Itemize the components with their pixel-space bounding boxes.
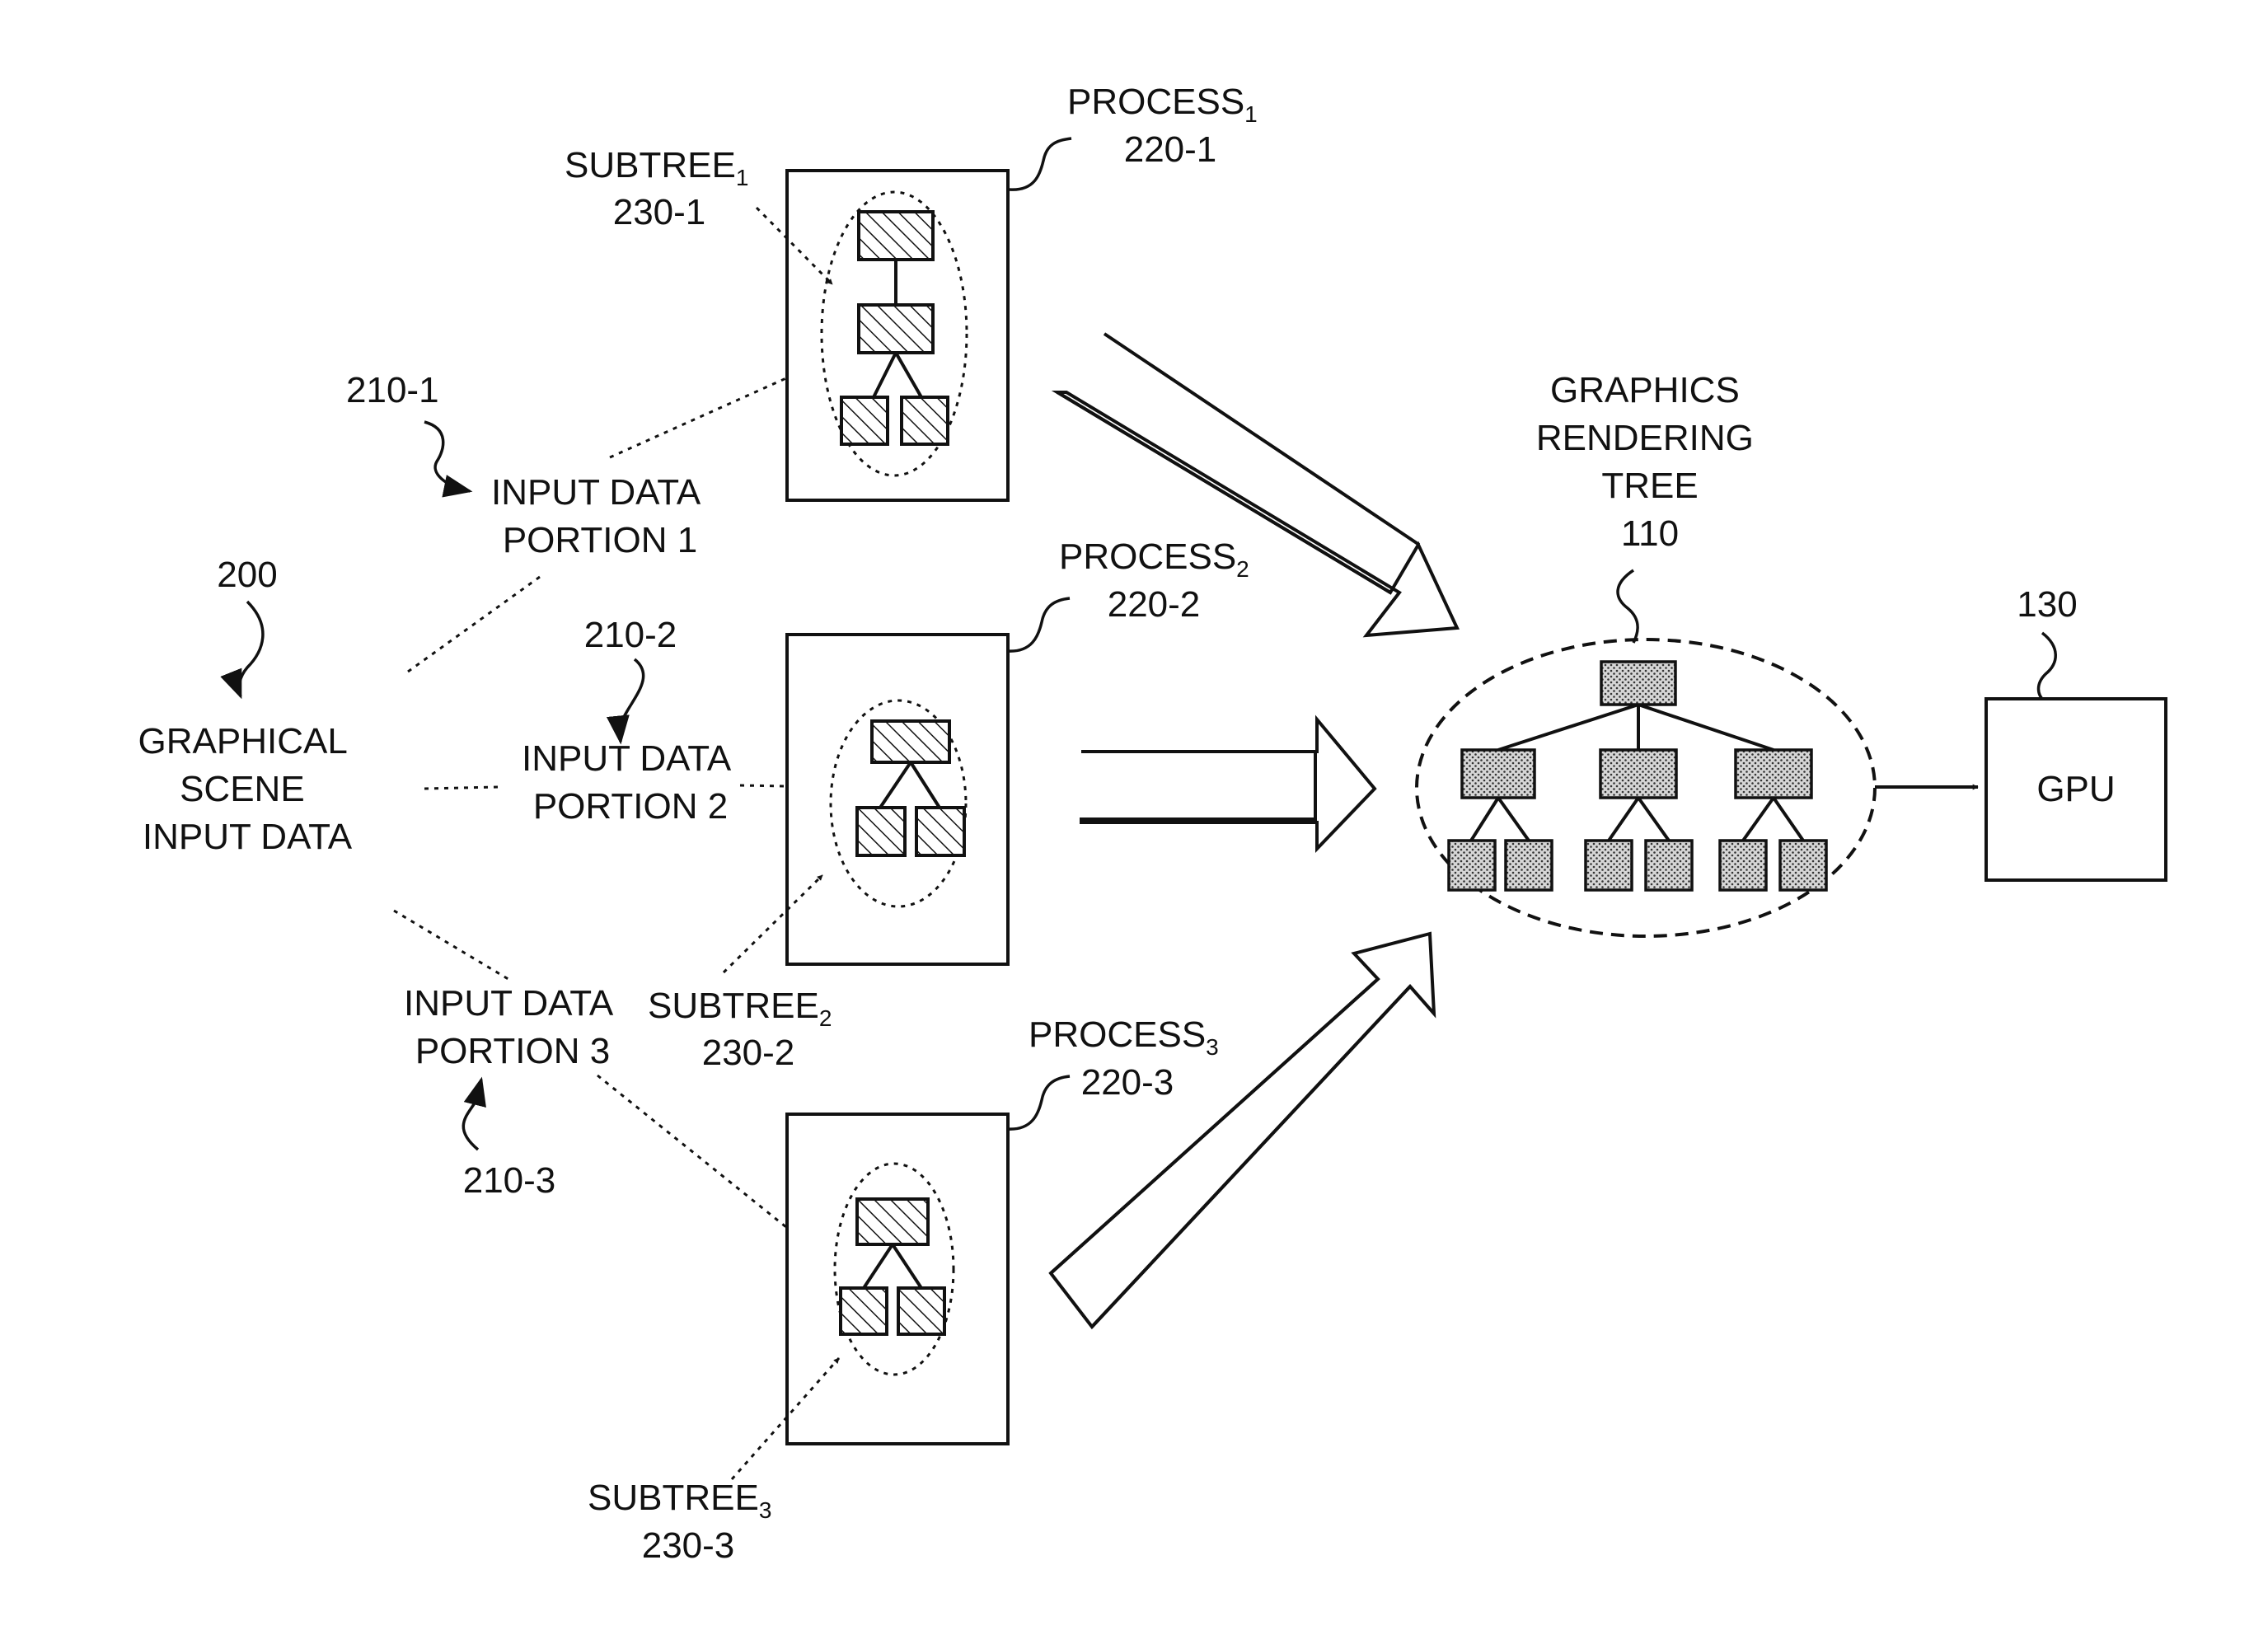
- rendering-tree-node: [1506, 841, 1552, 890]
- ref-210-3: 210-3: [463, 1160, 556, 1201]
- subtree-2-node: [857, 808, 905, 855]
- input-portion-1-label: INPUT DATA PORTION 1: [491, 472, 709, 560]
- ref-230-3: 230-3: [642, 1525, 735, 1566]
- ref-210-2-arrow: [620, 659, 643, 742]
- rendering-tree-node: [1736, 750, 1811, 798]
- scene-to-portion-2-line: [424, 787, 499, 789]
- rendering-tree-edge: [1774, 798, 1803, 841]
- rendering-tree-node: [1600, 750, 1676, 798]
- rendering-tree-node: [1449, 841, 1495, 890]
- process-1-group: PROCESS1 220-1 SUBTREE1 230-1: [565, 82, 1258, 500]
- subtree-3-node: [898, 1288, 944, 1334]
- portion-3-to-subtree-3-arrow: [597, 1075, 816, 1251]
- rendering-tree-node: [1720, 841, 1766, 890]
- rendering-tree-node: [1586, 841, 1632, 890]
- ref-230-2: 230-2: [702, 1033, 795, 1073]
- subtree-3-node: [857, 1199, 928, 1244]
- portion-1-to-subtree-1-arrow: [610, 367, 812, 457]
- subtree-1-node: [859, 305, 933, 353]
- process-2-label: PROCESS2: [1059, 536, 1249, 582]
- subtree-3-node: [841, 1288, 887, 1334]
- subtree-3-label: SUBTREE3: [588, 1478, 771, 1523]
- input-portion-3-group: INPUT DATA PORTION 3 210-3: [394, 911, 816, 1251]
- ref-210-3-arrow: [463, 1080, 481, 1150]
- process-1-label: PROCESS1: [1067, 82, 1258, 127]
- rendering-tree-edge: [1638, 705, 1774, 750]
- process-2-output-arrow: [1081, 719, 1375, 849]
- rendering-tree-edge: [1609, 798, 1638, 841]
- input-portion-2-label: INPUT DATA PORTION 2: [522, 738, 739, 827]
- rendering-tree-group: GRAPHICS RENDERING TREE 110: [1417, 370, 1875, 936]
- rendering-tree-node: [1646, 841, 1692, 890]
- rendering-tree-edge: [1471, 798, 1498, 841]
- ref-220-1-leader: [1010, 138, 1071, 190]
- gpu-label: GPU: [2036, 769, 2115, 809]
- subtree-2-label: SUBTREE2: [648, 986, 832, 1031]
- ref-110: 110: [1621, 513, 1679, 554]
- process-3-output-arrow: [1051, 934, 1434, 1327]
- subtree-2-node: [916, 808, 964, 855]
- subtree-1-node: [841, 397, 888, 444]
- ref-230-1: 230-1: [613, 192, 706, 232]
- subtree-2-node: [872, 721, 949, 762]
- rendering-tree-edge: [1743, 798, 1774, 841]
- rendering-tree-label: GRAPHICS RENDERING TREE: [1536, 370, 1764, 506]
- ref-110-leader: [1618, 570, 1638, 643]
- graphical-scene-label: GRAPHICAL SCENE INPUT DATA: [138, 721, 357, 857]
- graphical-scene-group: 200 GRAPHICAL SCENE INPUT DATA: [138, 555, 357, 857]
- input-portion-2-group: 210-2 INPUT DATA PORTION 2: [424, 615, 832, 827]
- scene-to-portion-3-line: [394, 911, 511, 981]
- ref-130-leader: [2039, 633, 2056, 700]
- rendering-tree-node: [1462, 750, 1535, 798]
- ref-220-2: 220-2: [1108, 584, 1201, 625]
- subtree-1-label: SUBTREE1: [565, 145, 748, 190]
- rendering-tree-node: [1780, 841, 1826, 890]
- rendering-tree-edge: [1498, 705, 1638, 750]
- ref-210-2: 210-2: [584, 615, 677, 655]
- ref-210-1-arrow: [424, 422, 470, 491]
- ref-220-1: 220-1: [1124, 129, 1217, 170]
- ref-220-3-leader: [1007, 1076, 1070, 1129]
- rendering-tree-edge: [1638, 798, 1669, 841]
- rendering-tree-edge: [1498, 798, 1529, 841]
- input-portion-3-label: INPUT DATA PORTION 3: [404, 983, 621, 1071]
- gpu-group: 130 GPU: [1986, 584, 2166, 880]
- scene-to-portion-1-line: [408, 577, 540, 672]
- process-3-label: PROCESS3: [1029, 1014, 1219, 1060]
- process-2-group: PROCESS2 220-2 SUBTREE2 230-2: [648, 536, 1249, 1073]
- ref-200-arrow: [239, 602, 263, 696]
- ref-200: 200: [217, 555, 277, 595]
- ref-220-2-leader: [1007, 598, 1070, 651]
- ref-220-3: 220-3: [1081, 1062, 1174, 1103]
- ref-210-1: 210-1: [346, 370, 439, 410]
- ref-130: 130: [2017, 584, 2077, 625]
- process-2-box: [787, 635, 1008, 964]
- input-portion-1-group: 210-1 INPUT DATA PORTION 1: [346, 367, 812, 672]
- subtree-1-node: [859, 212, 933, 260]
- rendering-tree-node: [1601, 662, 1675, 705]
- subtree-1-node: [902, 397, 948, 444]
